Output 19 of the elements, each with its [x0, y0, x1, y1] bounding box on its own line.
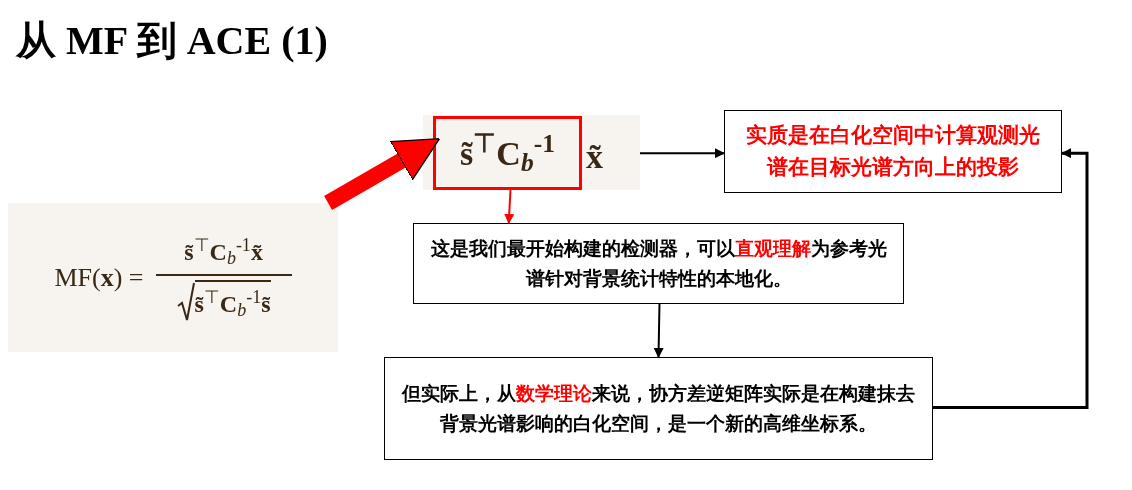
formula-panel	[423, 115, 640, 190]
formula-text: x̃	[586, 138, 603, 175]
formula-text: MF(x) =	[54, 262, 144, 294]
box-text: 但实际上，从数学理论来说，协方差逆矩阵实际是在构建抹去背景光谱影响的白化空间，是一个新的高维坐标系。	[400, 382, 916, 436]
arrow	[504, 189, 515, 224]
denominator: s̃$^{⊤}$C$_{b}$$^{-1}$s̃	[194, 279, 271, 322]
arrow	[324, 138, 441, 210]
arrow	[933, 148, 1089, 409]
result-box	[724, 110, 1062, 193]
arrow	[653, 303, 664, 358]
text-box	[384, 357, 933, 460]
arrow	[639, 148, 725, 159]
formula-panel	[8, 203, 338, 352]
text-box	[413, 223, 904, 304]
slide-title: 从 MF 到 ACE (1)	[16, 17, 328, 65]
box-text: 实质是在白化空间中计算观测光谱在目标光谱方向上的投影	[745, 122, 1041, 181]
highlight-box	[433, 116, 582, 190]
numerator: s̃$^{⊤}$C$_{b}$$^{-1}$x̃	[183, 233, 264, 270]
box-text: 这是我们最开始构建的检测器，可以直观理解为参考光谱针对背景统计特性的本地化。	[429, 237, 888, 291]
